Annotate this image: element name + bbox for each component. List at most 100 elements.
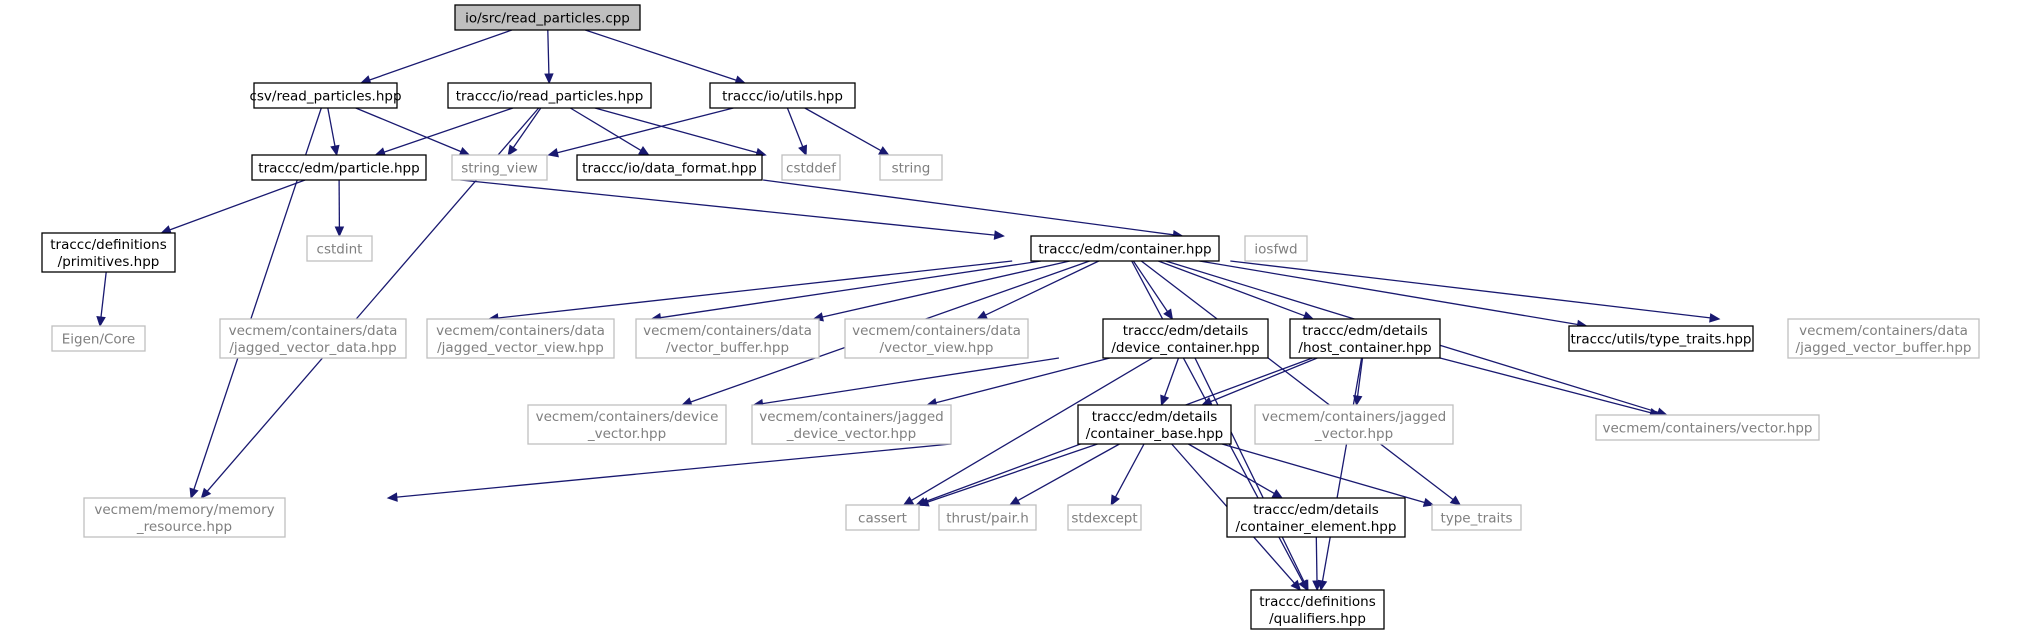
- node-label: stdexcept: [1071, 511, 1137, 527]
- node-csv-rp[interactable]: csv/read_particles.hpp: [249, 82, 402, 109]
- node-label: vecmem/containers/data: [852, 323, 1021, 339]
- edge-contelem-to-qualifiers: [1312, 536, 1322, 592]
- edge-line: [512, 107, 542, 148]
- node-io-rp[interactable]: traccc/io/read_particles.hpp: [447, 82, 652, 109]
- edge-line: [584, 29, 737, 81]
- node-thrust: thrust/pair.h: [938, 504, 1037, 531]
- node-contbase[interactable]: traccc/edm/details/container_base.hpp: [1077, 404, 1232, 445]
- arrowhead: [1709, 313, 1721, 323]
- arrowhead: [1299, 579, 1309, 592]
- node-box: [635, 318, 820, 359]
- arrowhead: [1422, 497, 1435, 507]
- edge-line: [1356, 357, 1364, 397]
- edge-line: [327, 107, 336, 147]
- node-label: _resource.hpp: [136, 519, 232, 535]
- node-box: [879, 154, 943, 181]
- node-particle[interactable]: traccc/edm/particle.hpp: [251, 154, 427, 181]
- node-string-view: string_view: [451, 154, 548, 181]
- node-vec: vecmem/containers/vector.hpp: [1595, 414, 1820, 441]
- node-box: [51, 325, 146, 352]
- edge-io-rp-to-string-view: [507, 107, 542, 157]
- node-label: _vector.hpp: [587, 426, 666, 442]
- node-cassert: cassert: [845, 504, 920, 531]
- edge-line: [1221, 443, 1425, 504]
- edge-io-rp-to-data-format: [569, 107, 650, 156]
- node-devcont[interactable]: traccc/edm/details/device_container.hpp: [1102, 318, 1269, 359]
- edge-contbase-to-contelem: [1188, 443, 1284, 499]
- node-box: [1254, 404, 1454, 445]
- node-cstdint: cstdint: [306, 235, 373, 262]
- edge-csv-rp-to-particle: [327, 107, 340, 157]
- node-qualifiers[interactable]: traccc/definitions/qualifiers.hpp: [1250, 589, 1385, 630]
- node-box: [1431, 504, 1522, 531]
- arrowhead: [547, 148, 559, 158]
- node-devvec: vecmem/containers/device_vector.hpp: [527, 404, 727, 445]
- node-contelem[interactable]: traccc/edm/details/container_element.hpp: [1226, 497, 1406, 538]
- node-jdevvec: vecmem/containers/jagged_device_vector.h…: [751, 404, 952, 445]
- node-box: [751, 404, 952, 445]
- node-box: [1030, 235, 1220, 262]
- edge-particle-to-primitives: [160, 179, 306, 235]
- node-label: /vector_buffer.hpp: [666, 340, 789, 356]
- node-label: vecmem/containers/data: [436, 323, 605, 339]
- node-label: vecmem/containers/data: [1799, 323, 1968, 339]
- node-vbuf: vecmem/containers/data/vector_buffer.hpp: [635, 318, 820, 359]
- node-label: traccc/definitions: [1259, 594, 1376, 610]
- node-root[interactable]: io/src/read_particles.cpp: [454, 4, 641, 31]
- node-label: traccc/edm/details: [1123, 323, 1248, 339]
- node-iosfwd: iosfwd: [1244, 235, 1308, 262]
- edge-line: [100, 271, 107, 318]
- node-label: /host_container.hpp: [1298, 340, 1431, 356]
- arrowhead: [507, 144, 518, 157]
- edge-line: [935, 357, 1110, 404]
- edge-line: [1439, 357, 1651, 414]
- node-typetraits-hpp[interactable]: traccc/utils/type_traits.hpp: [1568, 325, 1754, 352]
- node-box: [709, 82, 856, 109]
- node-container[interactable]: traccc/edm/container.hpp: [1030, 235, 1220, 262]
- arrowhead: [334, 226, 345, 238]
- node-label: traccc/utils/type_traits.hpp: [1571, 332, 1752, 348]
- edge-contbase-to-cassert: [917, 443, 1098, 507]
- node-cstddef: cstddef: [781, 154, 841, 181]
- node-jvv: vecmem/containers/data/jagged_vector_vie…: [426, 318, 615, 359]
- edge-io-utils-to-string-view: [547, 107, 734, 158]
- node-label: csv/read_particles.hpp: [249, 89, 401, 105]
- edge-line: [369, 29, 513, 81]
- node-label: /jagged_vector_buffer.hpp: [1796, 340, 1972, 356]
- arrowhead: [96, 316, 106, 328]
- node-label: traccc/io/read_particles.hpp: [456, 89, 644, 105]
- node-box: [253, 82, 398, 109]
- edge-container-to-vbuf: [812, 260, 1070, 322]
- edge-io-utils-to-cstddef: [786, 107, 808, 157]
- node-label: Eigen/Core: [62, 332, 136, 348]
- arrowhead: [902, 496, 915, 506]
- node-primitives[interactable]: traccc/definitions/primitives.hpp: [41, 232, 176, 273]
- edge-contbase-to-type-traits: [1221, 443, 1435, 507]
- edge-io-rp-to-particle: [374, 107, 514, 157]
- edge-line: [355, 107, 462, 153]
- edge-line: [1210, 357, 1318, 403]
- node-box: [83, 497, 286, 538]
- node-box: [781, 154, 841, 181]
- node-data-format[interactable]: traccc/io/data_format.hpp: [576, 154, 763, 181]
- arrowhead: [544, 73, 554, 85]
- node-jvbuf: vecmem/containers/data/jagged_vector_buf…: [1787, 318, 1980, 359]
- node-label: vecmem/containers/data: [643, 323, 812, 339]
- node-label: vecmem/containers/jagged: [759, 409, 943, 425]
- arrowhead: [1290, 579, 1302, 591]
- node-box: [454, 4, 641, 31]
- node-box: [1289, 318, 1441, 359]
- node-io-utils[interactable]: traccc/io/utils.hpp: [709, 82, 856, 109]
- node-eigen: Eigen/Core: [51, 325, 146, 352]
- edge-line: [1321, 357, 1363, 582]
- arrowhead: [200, 487, 212, 499]
- node-label: /device_container.hpp: [1111, 340, 1259, 356]
- node-hostcont[interactable]: traccc/edm/details/host_container.hpp: [1289, 318, 1441, 359]
- node-label: string: [892, 161, 931, 177]
- node-box: [845, 504, 920, 531]
- node-box: [576, 154, 763, 181]
- node-label: /vector_view.hpp: [880, 340, 994, 356]
- edge-contbase-to-memres: [386, 443, 952, 502]
- node-label: traccc/edm/details: [1253, 502, 1378, 518]
